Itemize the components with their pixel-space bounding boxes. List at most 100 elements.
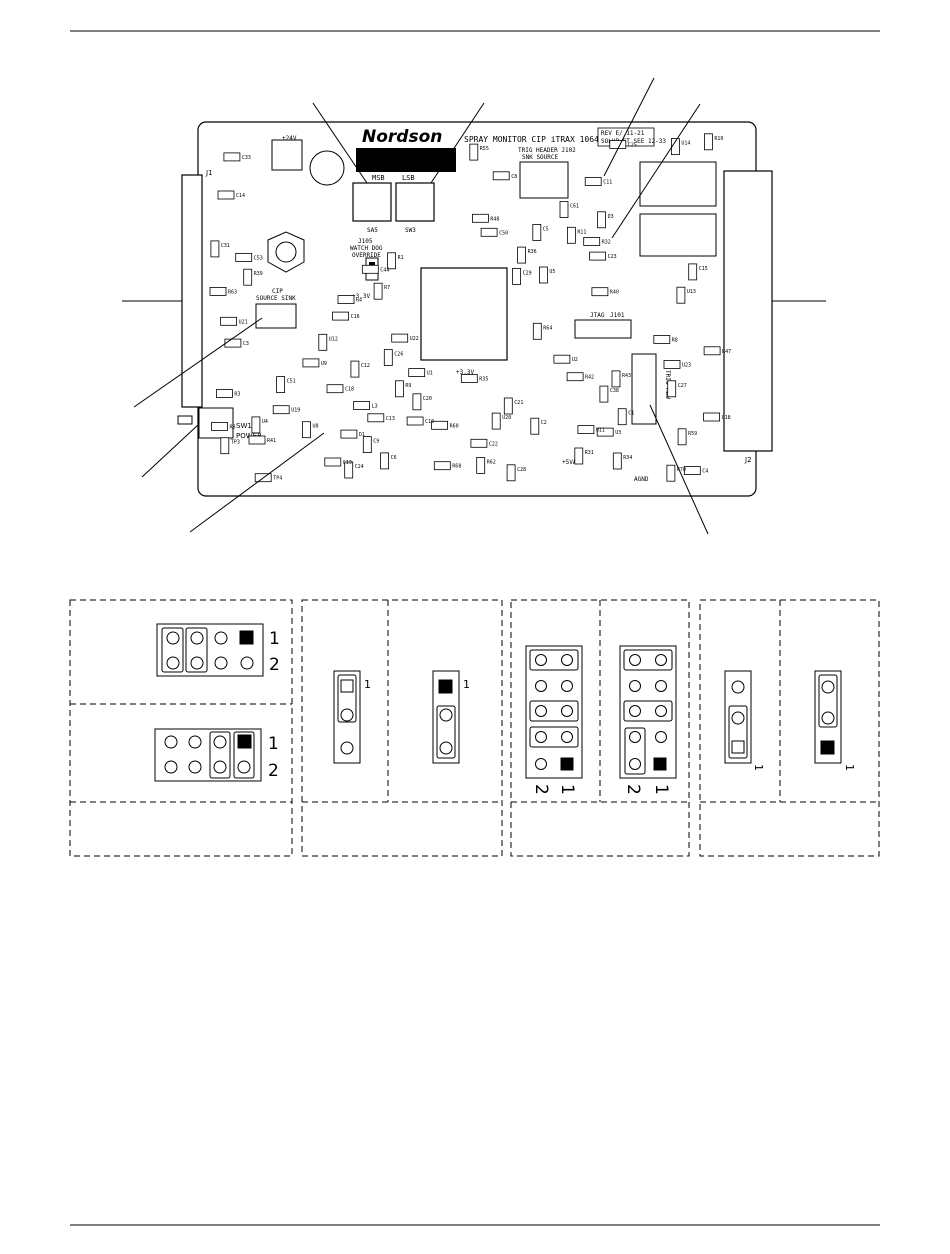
component-footprint bbox=[653, 334, 671, 344]
component-footprint bbox=[676, 286, 686, 304]
pin-1-square bbox=[239, 630, 254, 645]
component-label: U11 bbox=[596, 428, 605, 434]
component-label: C20 bbox=[423, 396, 432, 402]
jumper-header-c-right bbox=[619, 645, 677, 779]
component-footprint bbox=[506, 464, 516, 482]
pin bbox=[561, 680, 573, 692]
leader-relay bbox=[611, 103, 701, 239]
component-footprint bbox=[211, 421, 228, 431]
pin bbox=[629, 705, 641, 717]
component-footprint bbox=[394, 380, 404, 398]
component-footprint bbox=[412, 393, 422, 411]
component-footprint bbox=[251, 416, 261, 434]
component-label: C19 bbox=[343, 460, 352, 466]
relay-2 bbox=[639, 213, 717, 257]
pin bbox=[655, 654, 667, 666]
component-footprint bbox=[583, 236, 601, 246]
cip-label: CIP bbox=[272, 288, 283, 295]
rev-label: REV E/ 11-21 bbox=[601, 130, 645, 137]
nordson-logo: Nordson bbox=[362, 127, 442, 147]
pin bbox=[188, 735, 202, 749]
component-label: C31 bbox=[221, 243, 230, 249]
trig-rbw-header bbox=[631, 353, 657, 425]
component-label: R70 bbox=[677, 467, 686, 473]
pin bbox=[535, 654, 547, 666]
pin bbox=[213, 760, 227, 774]
component-label: C18 bbox=[345, 387, 354, 393]
j101-label: J101 bbox=[610, 312, 625, 319]
component-label: R10 bbox=[714, 136, 723, 142]
component-label: U5 bbox=[549, 269, 555, 275]
component-label: C38 bbox=[610, 388, 619, 394]
sw-b-label: SW3 bbox=[405, 227, 416, 234]
component-footprint bbox=[503, 397, 513, 415]
component-footprint bbox=[272, 405, 290, 415]
component-footprint bbox=[470, 438, 488, 448]
pin bbox=[214, 631, 228, 645]
component-label: C2 bbox=[541, 420, 547, 426]
component-footprint bbox=[431, 420, 449, 430]
component-footprint bbox=[383, 349, 393, 366]
b-left-num-1: 1 bbox=[364, 678, 371, 691]
jumper-header-d-left bbox=[724, 670, 752, 764]
component-label: R42 bbox=[585, 375, 594, 381]
component-label: R36 bbox=[528, 249, 537, 255]
leader-watchdog bbox=[189, 432, 325, 533]
component-footprint bbox=[243, 268, 253, 286]
component-label: R7 bbox=[384, 285, 390, 291]
component-label: D1 bbox=[359, 432, 365, 438]
component-footprint bbox=[391, 333, 409, 343]
component-footprint bbox=[209, 286, 227, 296]
callout-leaders bbox=[122, 77, 826, 535]
pin bbox=[213, 735, 227, 749]
component-footprint bbox=[609, 140, 627, 149]
component-label: U2 bbox=[572, 357, 578, 363]
mounting-hole bbox=[275, 241, 297, 263]
relay-1 bbox=[639, 161, 717, 207]
component-footprint bbox=[220, 316, 238, 326]
pin bbox=[535, 758, 547, 770]
transformer-t1 bbox=[271, 139, 303, 171]
pin bbox=[655, 731, 667, 743]
c-left-num-2: 2 bbox=[531, 784, 551, 795]
component-footprint bbox=[703, 346, 721, 356]
component-footprint bbox=[574, 447, 584, 465]
component-label: R43 bbox=[622, 373, 631, 379]
component-label: C8 bbox=[511, 174, 517, 180]
component-footprint bbox=[688, 263, 698, 281]
circuit-board: J1 J2 SW1 POWER Nordson SPRAY MONITOR CI… bbox=[177, 121, 773, 497]
v50-label: +5VA bbox=[562, 459, 577, 466]
component-footprint bbox=[611, 370, 621, 388]
component-footprint bbox=[589, 251, 606, 261]
component-label: R9 bbox=[405, 383, 411, 389]
component-label: U12 bbox=[329, 336, 338, 342]
component-footprint bbox=[215, 389, 233, 398]
table-section-b bbox=[301, 599, 503, 857]
component-label: C28 bbox=[517, 467, 526, 473]
component-footprint bbox=[217, 190, 235, 200]
main-processor-chip bbox=[420, 267, 508, 361]
component-label: U19 bbox=[291, 408, 300, 414]
pin bbox=[237, 760, 251, 774]
jumper-header-c-left bbox=[525, 645, 583, 779]
pin bbox=[629, 680, 641, 692]
pin-1-square bbox=[820, 740, 835, 755]
component-label: D3 bbox=[608, 214, 614, 220]
component-footprint bbox=[210, 240, 220, 258]
component-footprint bbox=[373, 282, 383, 300]
component-footprint bbox=[532, 223, 542, 241]
j2-label: J2 bbox=[744, 456, 752, 464]
component-footprint bbox=[517, 246, 526, 264]
v33-label: +3.3V bbox=[352, 293, 370, 300]
component-footprint bbox=[492, 171, 510, 181]
component-footprint bbox=[596, 427, 614, 437]
component-label: R11 bbox=[577, 229, 586, 235]
pin bbox=[190, 631, 204, 645]
a-top-num-2: 2 bbox=[269, 655, 280, 675]
msb-switch bbox=[352, 182, 392, 222]
d-left-num-1: 1 bbox=[752, 764, 765, 771]
component-footprint bbox=[559, 201, 569, 218]
v24-label: +24V bbox=[282, 135, 297, 142]
lsb-label: LSB bbox=[402, 174, 415, 182]
jtag-label: JTAG bbox=[590, 312, 605, 319]
